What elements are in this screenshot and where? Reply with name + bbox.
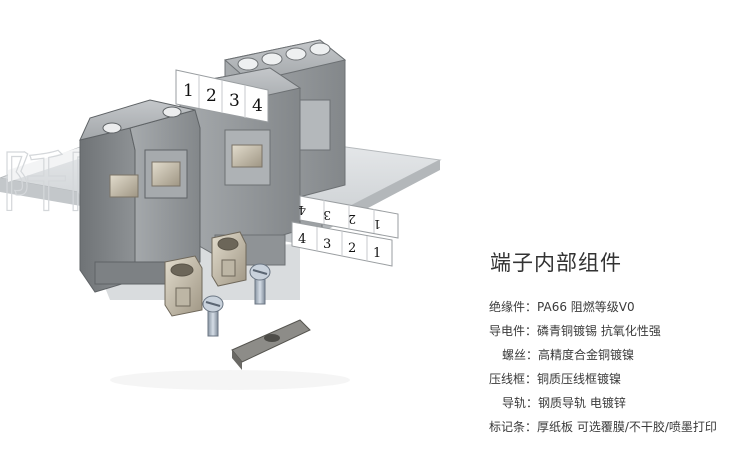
spec-row-marker: 标记条：厚纸板 可选覆膜/不干胶/喷墨打印 <box>489 418 717 435</box>
front-terminal-block <box>79 99 201 293</box>
marker-label: 1 <box>373 217 381 231</box>
marker-label: 3 <box>323 208 331 222</box>
spec-value: 厚纸板 可选覆膜/不干胶/喷墨打印 <box>537 420 717 434</box>
spec-label: 标记条： <box>489 420 538 434</box>
clamp-frame-front <box>164 255 203 317</box>
marker-label: 3 <box>229 91 240 111</box>
screw-left <box>202 295 224 337</box>
spec-value: 磷青铜镀锡 抗氧化性强 <box>537 324 661 338</box>
spec-label: 导电件： <box>489 324 538 338</box>
spec-value: 高精度合金铜镀镍 <box>538 348 635 362</box>
marker-strip-lower: 4 3 2 1 <box>291 221 393 267</box>
clamp-frame-rear <box>211 231 247 287</box>
marker-label: 1 <box>373 246 381 261</box>
spec-label: 导轨： <box>502 396 539 410</box>
spec-value: 钢质导轨 电镀锌 <box>538 396 626 410</box>
spec-row-screw: 螺丝：高精度合金铜镀镍 <box>502 346 634 363</box>
marker-label: 1 <box>183 81 194 101</box>
spec-value: PA66 阻燃等级V0 <box>537 300 635 314</box>
marker-strip-upper: 1 2 3 4 <box>175 69 269 123</box>
marker-label: 4 <box>298 203 306 217</box>
page-title: 端子内部组件 <box>490 251 622 275</box>
marker-label: 2 <box>348 212 356 226</box>
spec-label: 压线框： <box>489 372 538 386</box>
spec-label: 绝缘件： <box>489 300 538 314</box>
spec-row-rail: 导轨：钢质导轨 电镀锌 <box>502 394 626 411</box>
spec-value: 铜质压线框镀镍 <box>537 372 622 386</box>
marker-label: 4 <box>298 232 306 247</box>
marker-label: 2 <box>206 86 217 106</box>
screw-right <box>249 263 271 305</box>
marker-label: 2 <box>348 241 356 256</box>
ground-shadow <box>110 370 350 390</box>
spec-row-conductor: 导电件：磷青铜镀锡 抗氧化性强 <box>489 322 661 339</box>
spec-label: 螺丝： <box>502 348 539 362</box>
spec-row-insulation: 绝缘件：PA66 阻燃等级V0 <box>489 298 635 315</box>
spec-row-clamp: 压线框：铜质压线框镀镍 <box>489 370 621 387</box>
marker-strip-lower-flipped: 4 3 2 1 <box>298 195 399 239</box>
bridge-bar <box>231 319 311 370</box>
marker-label: 4 <box>252 96 263 116</box>
marker-label: 3 <box>323 237 331 252</box>
terminal-block-illustration: 阡陌电气 1 2 3 4 <box>0 39 442 390</box>
